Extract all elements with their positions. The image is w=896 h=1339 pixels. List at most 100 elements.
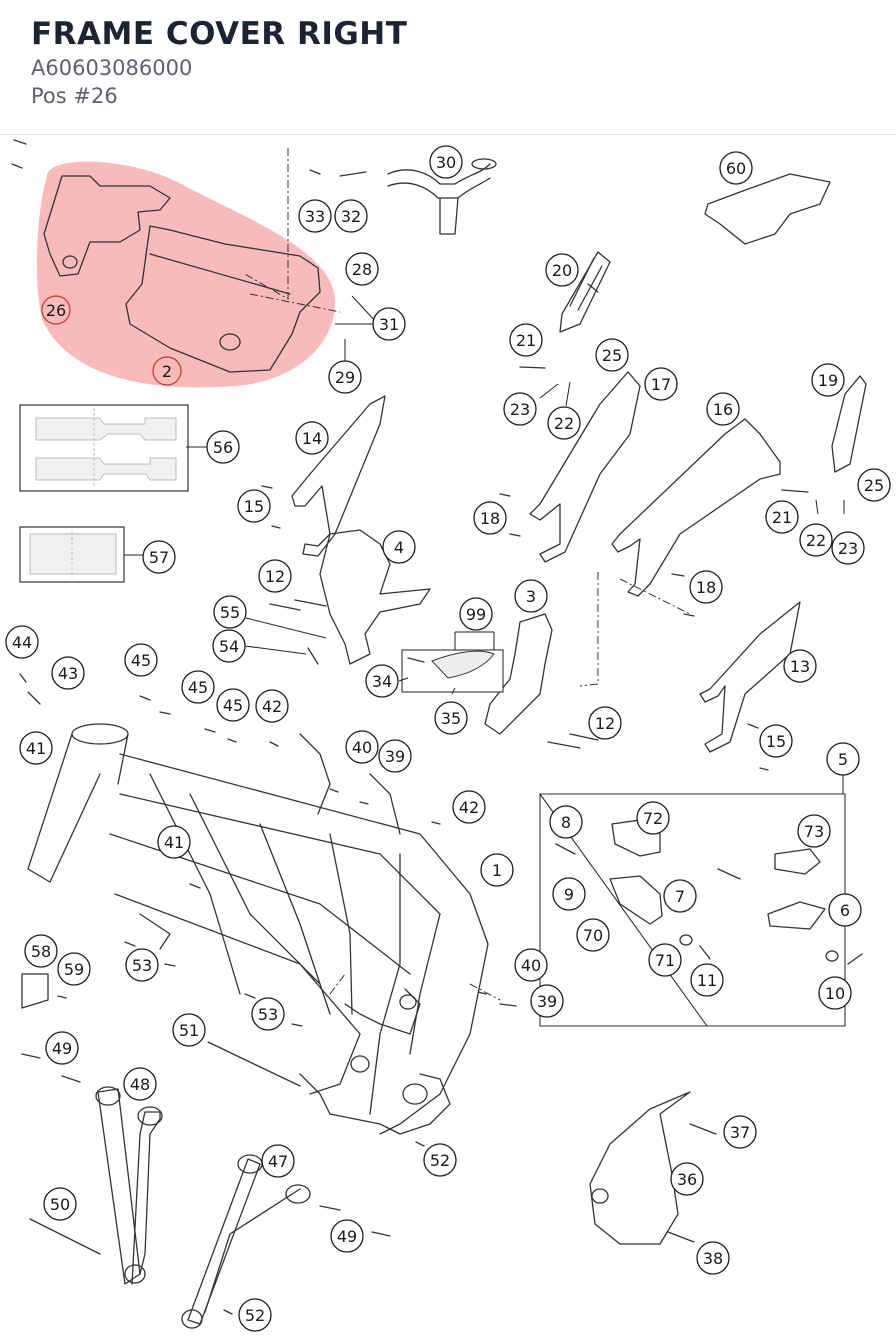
callout-41[interactable]: 41	[19, 731, 53, 765]
callout-13[interactable]: 13	[783, 649, 817, 683]
callout-1[interactable]: 1	[480, 853, 514, 887]
footpeg-19[interactable]	[831, 375, 867, 473]
callout-label: 42	[262, 697, 282, 716]
callout-21-2[interactable]: 21	[765, 500, 799, 534]
callout-73[interactable]: 73	[797, 814, 831, 848]
callout-36[interactable]: 36	[670, 1162, 704, 1196]
callout-45[interactable]: 45	[124, 643, 158, 677]
callout-30[interactable]: 30	[429, 145, 463, 179]
callout-56[interactable]: 56	[206, 430, 240, 464]
callout-55[interactable]: 55	[213, 595, 247, 629]
callout-26[interactable]: 26	[41, 295, 71, 325]
callout-60[interactable]: 60	[719, 151, 753, 185]
callout-43[interactable]: 43	[51, 656, 85, 690]
callout-label: 22	[554, 414, 574, 433]
footrest-bracket-right[interactable]	[611, 418, 781, 597]
kit-57-box[interactable]	[19, 526, 125, 583]
callout-32[interactable]: 32	[334, 199, 368, 233]
kit-56-box[interactable]	[19, 404, 189, 492]
footrest-arm[interactable]	[529, 371, 641, 563]
callout-12[interactable]: 12	[258, 559, 292, 593]
callout-35[interactable]: 35	[434, 701, 468, 735]
callout-25-2[interactable]: 25	[857, 468, 891, 502]
callout-39-2[interactable]: 39	[530, 984, 564, 1018]
callout-53-2[interactable]: 53	[251, 997, 285, 1031]
callout-2[interactable]: 2	[152, 356, 182, 386]
callout-33[interactable]: 33	[298, 199, 332, 233]
callout-34[interactable]: 34	[365, 664, 399, 698]
callout-49-2[interactable]: 49	[330, 1219, 364, 1253]
callout-10[interactable]: 10	[818, 976, 852, 1010]
callout-42-2[interactable]: 42	[452, 790, 486, 824]
callout-20[interactable]: 20	[545, 253, 579, 287]
callout-52[interactable]: 52	[423, 1143, 457, 1177]
callout-18-2[interactable]: 18	[689, 570, 723, 604]
callout-44[interactable]: 44	[5, 625, 39, 659]
callout-45-2[interactable]: 45	[181, 670, 215, 704]
callout-4[interactable]: 4	[382, 530, 416, 564]
callout-47[interactable]: 47	[261, 1144, 295, 1178]
callout-50[interactable]: 50	[43, 1187, 77, 1221]
callout-16[interactable]: 16	[706, 392, 740, 426]
callout-45-3[interactable]: 45	[216, 688, 250, 722]
callout-28[interactable]: 28	[345, 252, 379, 286]
callout-39[interactable]: 39	[378, 739, 412, 773]
callout-11[interactable]: 11	[690, 963, 724, 997]
callout-12-2[interactable]: 12	[588, 706, 622, 740]
callout-49[interactable]: 49	[45, 1031, 79, 1065]
frame-cover-highlight[interactable]	[36, 161, 336, 388]
callout-52-2[interactable]: 52	[238, 1298, 272, 1332]
callout-6[interactable]: 6	[828, 893, 862, 927]
callout-25[interactable]: 25	[595, 338, 629, 372]
callout-38[interactable]: 38	[696, 1241, 730, 1275]
callout-5[interactable]: 5	[826, 742, 860, 776]
callout-31[interactable]: 31	[372, 307, 406, 341]
part-60-drawing[interactable]	[704, 173, 831, 245]
callout-15[interactable]: 15	[237, 489, 271, 523]
callout-22[interactable]: 22	[547, 406, 581, 440]
callout-41-2[interactable]: 41	[157, 825, 191, 859]
callout-18[interactable]: 18	[473, 501, 507, 535]
callout-9[interactable]: 9	[552, 877, 586, 911]
callout-54[interactable]: 54	[212, 629, 246, 663]
link-rod-47[interactable]	[181, 1154, 311, 1329]
callout-40-2[interactable]: 40	[514, 948, 548, 982]
footpeg-rubber[interactable]	[559, 251, 611, 333]
sprocket-cover[interactable]	[589, 1091, 691, 1245]
callout-17[interactable]: 17	[644, 367, 678, 401]
callout-7[interactable]: 7	[663, 879, 697, 913]
callout-29[interactable]: 29	[328, 360, 362, 394]
callout-22-2[interactable]: 22	[799, 523, 833, 557]
bracket-99-box[interactable]	[401, 631, 504, 693]
link-rod-48[interactable]	[95, 1086, 163, 1285]
callout-48[interactable]: 48	[123, 1067, 157, 1101]
callout-23[interactable]: 23	[503, 392, 537, 426]
footpeg-set-parts[interactable]	[555, 819, 863, 965]
callout-15-2[interactable]: 15	[759, 724, 793, 758]
callout-42[interactable]: 42	[255, 689, 289, 723]
frame-drawing[interactable]	[27, 723, 489, 1135]
callout-19[interactable]: 19	[811, 363, 845, 397]
callout-70[interactable]: 70	[576, 918, 610, 952]
callout-71[interactable]: 71	[648, 943, 682, 977]
callout-59[interactable]: 59	[57, 952, 91, 986]
callout-3[interactable]: 3	[514, 579, 548, 613]
callout-8[interactable]: 8	[549, 805, 583, 839]
callout-40[interactable]: 40	[345, 730, 379, 764]
footrest-mount-right[interactable]	[484, 613, 553, 735]
callout-label: 17	[651, 375, 671, 394]
callout-72[interactable]: 72	[636, 801, 670, 835]
footrest-bracket-left[interactable]	[291, 395, 386, 557]
callout-51[interactable]: 51	[172, 1013, 206, 1047]
callout-21[interactable]: 21	[509, 323, 543, 357]
callout-57[interactable]: 57	[142, 540, 176, 574]
heel-guard[interactable]	[699, 601, 801, 753]
callout-23-2[interactable]: 23	[831, 531, 865, 565]
callout-99[interactable]: 99	[459, 597, 493, 631]
set-5-box[interactable]	[538, 774, 846, 1027]
callout-37[interactable]: 37	[723, 1115, 757, 1149]
callout-53[interactable]: 53	[125, 948, 159, 982]
callout-14[interactable]: 14	[295, 421, 329, 455]
callout-58[interactable]: 58	[24, 934, 58, 968]
pipe-30-drawing[interactable]	[387, 158, 497, 235]
